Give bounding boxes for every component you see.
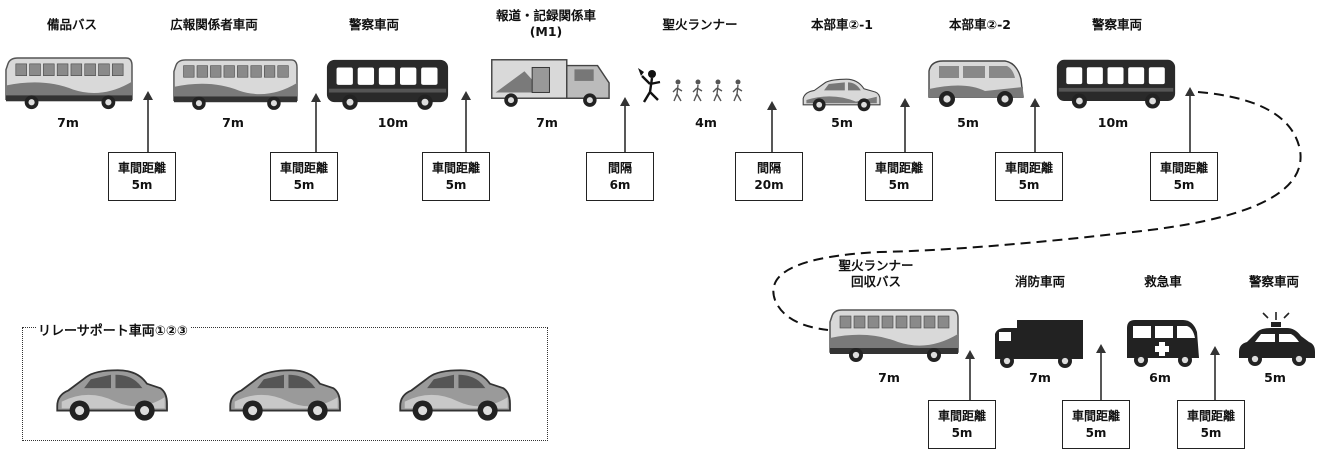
gap-arrow-top-3: [620, 97, 630, 152]
vehicle-label-top-1: 広報関係者車両: [170, 17, 258, 32]
vehicle-length-top-3: 7m: [536, 115, 558, 130]
vehicle-length-top-6: 5m: [957, 115, 979, 130]
vehicle-top-3-media-truck-icon: [491, 59, 610, 107]
vehicle-top-4-runners-icon: [638, 68, 743, 103]
vehicle-top-5-car-icon: [802, 78, 881, 112]
vehicle-length-top-1: 7m: [222, 115, 244, 130]
relay-support-title: リレーサポート車両①②③: [36, 320, 190, 339]
vehicle-label-top-3-sub: (M1): [529, 24, 563, 39]
vehicle-label-bottom-0-sub: 回収バス: [850, 274, 902, 289]
gap-arrow-top-6: [1030, 98, 1040, 152]
vehicle-label-top-3: 報道・記録関係車 (M1): [495, 8, 597, 39]
gap-arrow-top-1: [311, 93, 321, 152]
gap-arrow-top-7: [1185, 87, 1195, 152]
vehicle-bottom-3-police-car-icon: [1239, 312, 1315, 366]
vehicle-length-top-5: 5m: [831, 115, 853, 130]
vehicle-label-top-4: 聖火ランナー: [662, 17, 738, 32]
vehicle-top-2-police-bus-icon: [326, 59, 449, 110]
relay-car-2-suv-icon: [399, 369, 511, 421]
vehicle-length-bottom-1: 7m: [1029, 370, 1051, 385]
gap-arrow-bottom-0: [965, 350, 975, 400]
vehicle-top-1-bus-icon: [173, 59, 298, 110]
gap-arrow-top-5: [900, 98, 910, 152]
vehicle-label-bottom-0: 聖火ランナー 回収バス: [838, 258, 914, 289]
vehicle-top-7-police-bus-icon: [1056, 59, 1176, 109]
vehicle-length-top-4: 4m: [695, 115, 717, 130]
vehicle-length-bottom-0: 7m: [878, 370, 900, 385]
gap-arrow-bottom-2: [1210, 346, 1220, 400]
gap-arrow-top-2: [461, 91, 471, 152]
vehicle-length-top-7: 10m: [1097, 115, 1129, 130]
relay-support-group: [22, 327, 548, 441]
vehicle-label-top-7: 警察車両: [1091, 17, 1143, 32]
loop-connector: [772, 91, 1302, 331]
gap-arrow-top-4: [767, 101, 777, 152]
gap-arrow-bottom-1: [1096, 344, 1106, 400]
vehicle-label-top-6: 本部車②-2: [949, 17, 1011, 32]
vehicle-top-6-van-icon: [928, 60, 1024, 107]
vehicle-label-top-5: 本部車②-1: [811, 17, 873, 32]
vehicle-length-bottom-3: 5m: [1264, 370, 1286, 385]
vehicle-label-top-2: 警察車両: [348, 17, 400, 32]
vehicle-label-bottom-1: 消防車両: [1014, 274, 1066, 289]
vehicle-bottom-2-ambulance-icon: [1127, 320, 1199, 367]
vehicle-top-0-bus-icon: [5, 57, 133, 110]
relay-car-0-suv-icon: [56, 369, 168, 421]
vehicle-length-bottom-2: 6m: [1149, 370, 1171, 385]
vehicle-length-top-2: 10m: [377, 115, 409, 130]
vehicle-bottom-1-fire-truck-icon: [995, 320, 1083, 368]
gap-arrow-top-0: [143, 91, 153, 152]
vehicle-label-bottom-3: 警察車両: [1248, 274, 1300, 289]
vehicle-label-bottom-2: 救急車: [1144, 274, 1182, 289]
vehicle-length-top-0: 7m: [57, 115, 79, 130]
vehicle-label-top-0: 備品バス: [46, 17, 98, 32]
relay-car-1-suv-icon: [229, 369, 341, 421]
vehicle-bottom-0-bus-icon: [829, 309, 959, 362]
